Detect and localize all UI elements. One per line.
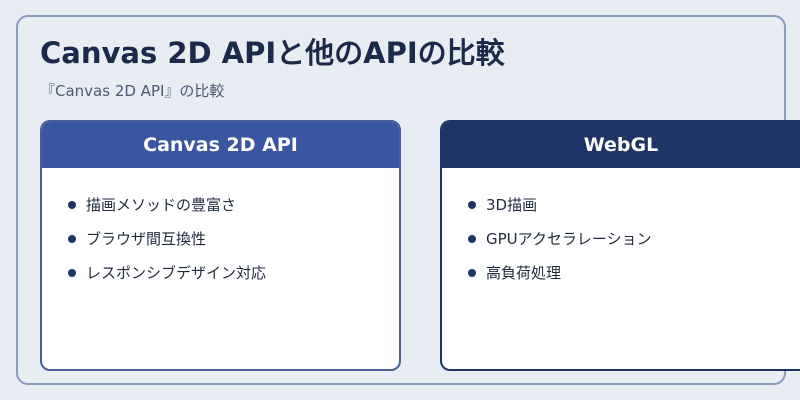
- bullet-icon: [68, 235, 76, 243]
- comparison-card-webgl: WebGL 3D描画 GPUアクセラレーション 高負荷処理: [440, 120, 800, 371]
- list-item: レスポンシブデザイン対応: [68, 256, 399, 290]
- comparison-card-canvas: Canvas 2D API 描画メソッドの豊富さ ブラウザ間互換性 レスポンシブ…: [40, 120, 401, 371]
- bullet-icon: [468, 269, 476, 277]
- list-item: 3D描画: [468, 188, 800, 222]
- bullet-icon: [68, 269, 76, 277]
- list-item-label: レスポンシブデザイン対応: [86, 264, 267, 282]
- feature-list: 描画メソッドの豊富さ ブラウザ間互換性 レスポンシブデザイン対応: [42, 168, 399, 290]
- list-item: ブラウザ間互換性: [68, 222, 399, 256]
- card-header: Canvas 2D API: [42, 122, 399, 168]
- bullet-icon: [468, 235, 476, 243]
- page-subtitle: 『Canvas 2D API』の比較: [40, 82, 225, 100]
- list-item-label: 3D描画: [486, 196, 538, 214]
- card-header: WebGL: [442, 122, 800, 168]
- feature-list: 3D描画 GPUアクセラレーション 高負荷処理: [442, 168, 800, 290]
- page-title: Canvas 2D APIと他のAPIの比較: [40, 36, 505, 70]
- bullet-icon: [468, 201, 476, 209]
- bullet-icon: [68, 201, 76, 209]
- list-item: GPUアクセラレーション: [468, 222, 800, 256]
- list-item-label: 描画メソッドの豊富さ: [86, 196, 237, 214]
- list-item-label: GPUアクセラレーション: [486, 230, 652, 248]
- list-item: 描画メソッドの豊富さ: [68, 188, 399, 222]
- list-item: 高負荷処理: [468, 256, 800, 290]
- list-item-label: ブラウザ間互換性: [86, 230, 207, 248]
- list-item-label: 高負荷処理: [486, 264, 562, 282]
